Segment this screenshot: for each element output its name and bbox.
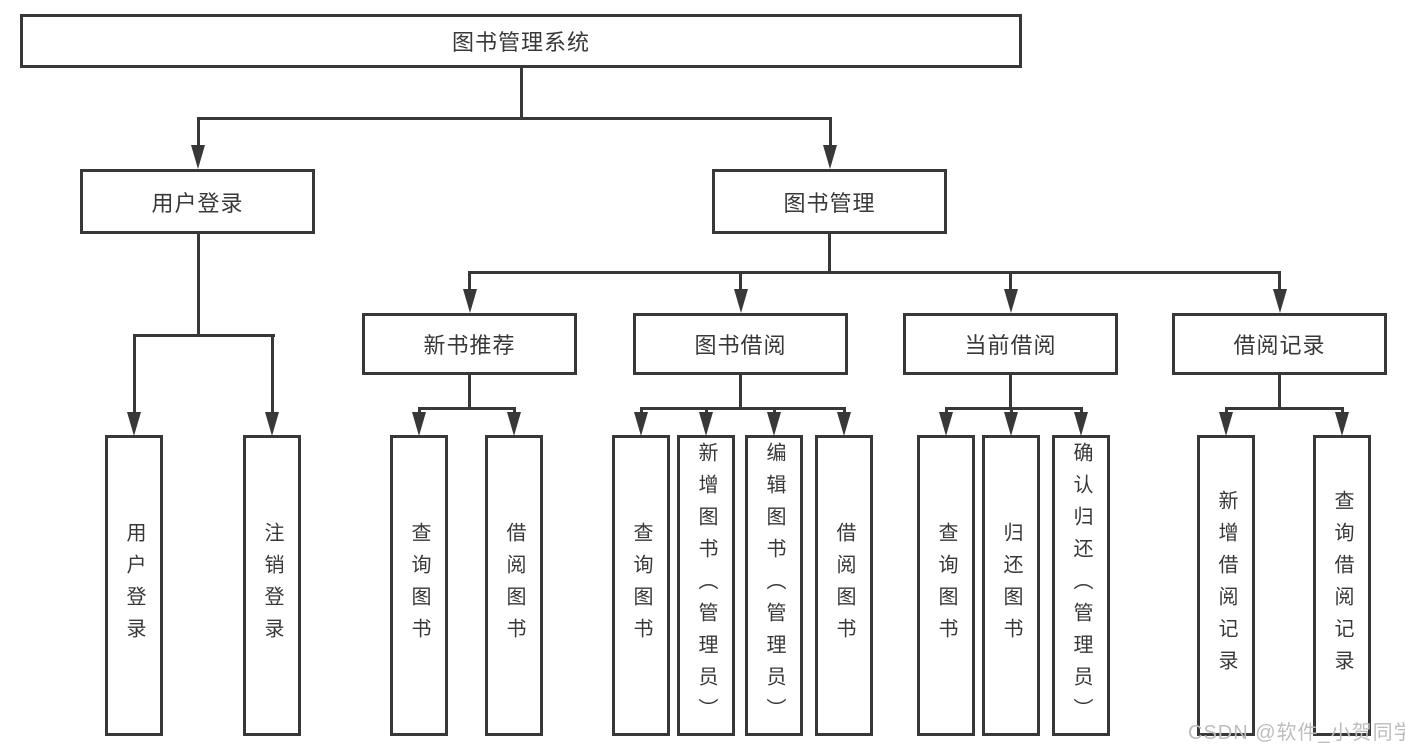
arrowhead-down-icon <box>837 412 851 436</box>
node-root-system: 图书管理系统 <box>20 14 1022 68</box>
arrowhead-down-icon <box>1335 412 1349 436</box>
connector-drop <box>772 408 776 414</box>
leaf-add-book-admin: 新增图书（管理员） <box>677 435 735 736</box>
connector-current-borrow-splitter <box>944 406 1083 410</box>
connector-drop <box>196 118 200 148</box>
connector-drop <box>639 408 643 414</box>
connector-drop <box>1278 272 1281 292</box>
connector-current-borrow-stem <box>1009 375 1012 409</box>
connector-root-splitter <box>196 116 832 120</box>
node-current-borrow: 当前借阅 <box>903 313 1118 375</box>
leaf-query-books-borrow: 查询图书 <box>612 435 670 736</box>
connector-drop <box>828 118 832 148</box>
leaf-user-login: 用户登录 <box>105 435 163 736</box>
connector-new-book-stem <box>468 375 471 409</box>
connector-drop <box>1079 408 1083 414</box>
connector-borrow-record-stem <box>1278 375 1281 409</box>
connector-user-login-stem <box>196 234 200 336</box>
node-book-management: 图书管理 <box>712 169 947 234</box>
node-new-book-recommend: 新书推荐 <box>362 313 577 375</box>
arrowhead-down-icon <box>767 412 781 436</box>
connector-borrow-record-splitter <box>1224 406 1344 410</box>
leaf-query-books-recommend: 查询图书 <box>390 435 448 736</box>
connector-drop <box>739 272 742 292</box>
arrowhead-down-icon <box>191 145 205 169</box>
node-user-login: 用户登录 <box>80 169 315 234</box>
arrowhead-down-icon <box>412 412 426 436</box>
arrowhead-down-icon <box>462 289 477 313</box>
leaf-logout: 注销登录 <box>243 435 301 736</box>
arrowhead-down-icon <box>823 145 837 169</box>
leaf-borrow-books-borrow: 借阅图书 <box>815 435 873 736</box>
connector-drop <box>468 272 471 292</box>
connector-drop <box>1224 408 1228 414</box>
leaf-return-book: 归还图书 <box>982 435 1040 736</box>
arrowhead-down-icon <box>1272 289 1287 313</box>
connector-drop <box>704 408 708 414</box>
leaf-confirm-return-admin: 确认归还（管理员） <box>1052 435 1110 736</box>
arrowhead-down-icon <box>1219 412 1233 436</box>
arrowhead-down-icon <box>733 289 748 313</box>
connector-drop <box>1009 272 1012 292</box>
arrowhead-down-icon <box>1004 412 1018 436</box>
connector-root-stem <box>519 68 523 119</box>
connector-drop <box>944 408 948 414</box>
connector-book-management-stem <box>828 234 831 273</box>
connector-new-book-splitter <box>417 406 516 410</box>
arrowhead-down-icon <box>1003 289 1018 313</box>
arrowhead-down-icon <box>1074 412 1088 436</box>
connector-book-management-splitter <box>468 270 1281 274</box>
arrowhead-down-icon <box>699 412 713 436</box>
arrowhead-down-icon <box>127 412 141 436</box>
node-borrow-record: 借阅记录 <box>1172 313 1387 375</box>
connector-drop <box>417 408 421 414</box>
leaf-query-borrow-record: 查询借阅记录 <box>1313 435 1371 736</box>
arrowhead-down-icon <box>634 412 648 436</box>
connector-drop <box>512 408 516 414</box>
connector-drop <box>270 335 274 415</box>
leaf-query-books-current: 查询图书 <box>917 435 975 736</box>
connector-drop <box>842 408 846 414</box>
connector-drop <box>1340 408 1344 414</box>
csdn-watermark: CSDN @软件_小贺同学 <box>1188 722 1405 744</box>
leaf-add-borrow-record: 新增借阅记录 <box>1197 435 1255 736</box>
leaf-edit-book-admin: 编辑图书（管理员） <box>745 435 803 736</box>
arrowhead-down-icon <box>265 412 279 436</box>
connector-drop <box>1009 408 1013 414</box>
leaf-borrow-books-recommend: 借阅图书 <box>485 435 543 736</box>
connector-user-login-splitter <box>132 333 275 337</box>
connector-book-borrow-splitter <box>639 406 846 410</box>
connector-drop <box>132 335 136 415</box>
arrowhead-down-icon <box>507 412 521 436</box>
arrowhead-down-icon <box>939 412 953 436</box>
node-book-borrow: 图书借阅 <box>633 313 848 375</box>
connector-book-borrow-stem <box>739 375 742 409</box>
